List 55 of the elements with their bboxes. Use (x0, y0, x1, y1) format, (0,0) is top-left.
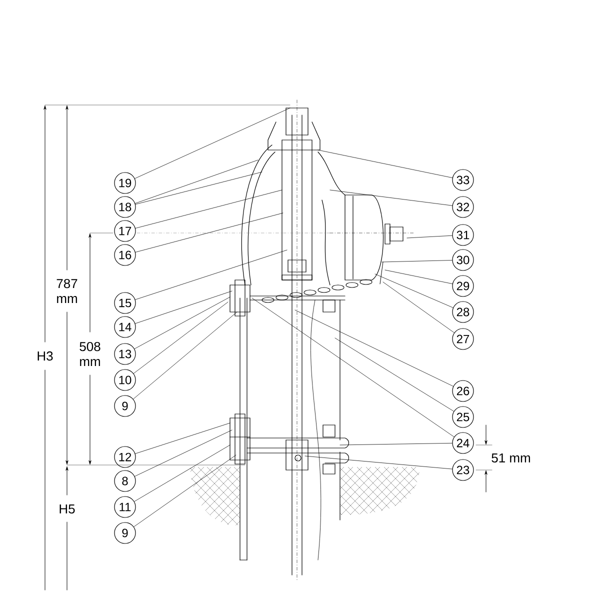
callout-number: 13 (114, 343, 136, 365)
leader-line (135, 172, 262, 205)
dimension-label: 787 mm (56, 278, 78, 304)
leader-line (135, 250, 288, 300)
callout-number: 19 (114, 172, 136, 194)
callout-number: 25 (452, 406, 474, 428)
callout-number: 29 (452, 275, 474, 297)
leader-line (135, 290, 232, 324)
leader-line (133, 312, 238, 400)
leader-line (330, 190, 452, 206)
leader-line (134, 160, 258, 204)
callout-number: 16 (114, 244, 136, 266)
callout-number: 30 (452, 249, 474, 271)
leader-line (382, 282, 454, 333)
callout-number: 10 (114, 369, 136, 391)
callout-number: 12 (114, 446, 136, 468)
leader-line (304, 456, 452, 470)
dimension-label: 51 mm (492, 453, 530, 463)
callout-number: 26 (452, 380, 474, 402)
callout-number: 18 (114, 196, 136, 218)
leader-line (135, 190, 282, 228)
leader-line (406, 235, 452, 238)
leader-line (384, 270, 453, 284)
callout-number: 14 (114, 316, 136, 338)
leader-line (134, 430, 232, 477)
leader-line (133, 302, 228, 374)
callout-number: 33 (452, 169, 474, 191)
leader-line (374, 274, 454, 308)
dimension-label: 508 mm (80, 342, 100, 366)
leader-line (334, 338, 454, 412)
callout-number: 31 (452, 224, 474, 246)
leader-line (340, 442, 452, 446)
callout-number: 17 (114, 220, 136, 242)
dimension-label: H5 (60, 504, 75, 514)
callout-number: 8 (114, 470, 136, 492)
dimension-label: H3 (38, 351, 53, 361)
leader-line (134, 454, 236, 527)
callout-number: 15 (114, 292, 136, 314)
leader-line (135, 212, 284, 252)
leader-line (382, 260, 452, 262)
callout-number: 27 (452, 328, 474, 350)
callout-number: 9 (114, 395, 136, 417)
leader-line (135, 422, 230, 454)
leader-line (318, 150, 453, 178)
leader-line (134, 296, 230, 350)
callout-number: 24 (452, 432, 474, 454)
callout-number: 11 (114, 496, 136, 518)
callout-number: 9 (114, 522, 136, 544)
leader-line (252, 298, 454, 438)
leader-line (134, 108, 290, 179)
leader-line (294, 310, 454, 386)
callout-number: 32 (452, 196, 474, 218)
callout-number: 28 (452, 301, 474, 323)
callout-number: 23 (452, 459, 474, 481)
leader-line (134, 444, 230, 502)
